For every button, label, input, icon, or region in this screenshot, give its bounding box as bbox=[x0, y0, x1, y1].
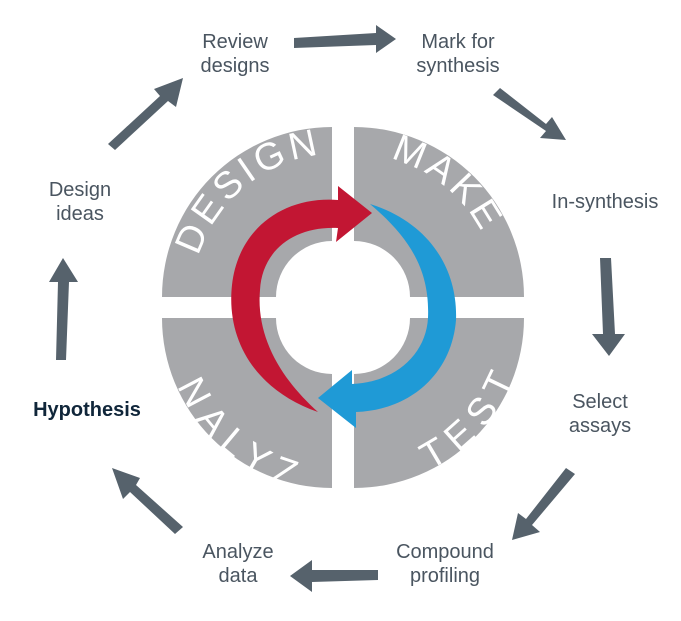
arrow-icon bbox=[290, 560, 378, 592]
arrow-icon bbox=[108, 78, 183, 150]
step-design-ideas: Design ideas bbox=[48, 179, 112, 225]
arrow-icon bbox=[493, 88, 566, 140]
step-compound-profiling: Compound profiling bbox=[396, 541, 494, 587]
arrow-icon bbox=[512, 468, 575, 540]
segment-analyze bbox=[162, 318, 332, 488]
arrow-icon bbox=[49, 258, 78, 360]
segment-design bbox=[162, 127, 332, 297]
step-mark-for-synthesis: Mark for synthesis bbox=[416, 31, 500, 77]
step-select-assays: Select assays bbox=[568, 391, 632, 437]
center-ring bbox=[162, 127, 524, 488]
arrow-icon bbox=[112, 468, 183, 534]
red-cycle-arrow bbox=[231, 186, 372, 412]
step-review-designs: Review designs bbox=[200, 31, 270, 77]
arrow-icon bbox=[294, 25, 396, 53]
step-in-synthesis: In-synthesis bbox=[551, 191, 659, 213]
outer-arrows bbox=[49, 25, 625, 592]
step-hypothesis: Hypothesis bbox=[33, 399, 141, 421]
arrow-icon bbox=[592, 258, 625, 356]
blue-cycle-arrow bbox=[318, 204, 457, 428]
step-analyze-data: Analyze data bbox=[202, 541, 274, 587]
segment-make bbox=[354, 127, 524, 297]
segment-test bbox=[354, 318, 524, 488]
